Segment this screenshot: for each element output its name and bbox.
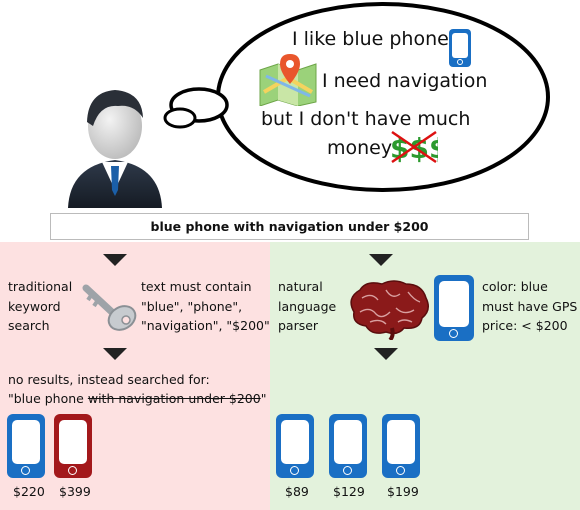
thought-line-1: I like blue phones (292, 28, 459, 50)
phone-icon (382, 414, 420, 478)
query-text: blue phone with navigation under $200 (150, 219, 429, 234)
keyword-requirements: text must contain "blue", "phone", "navi… (141, 279, 270, 333)
crossed-dollar-icon: $$$ (390, 130, 438, 165)
no-results-text: no results, instead searched for: (8, 372, 210, 387)
result-price: $89 (285, 484, 309, 499)
thought-line-3: but I don't have much (261, 108, 471, 130)
nlp-label: natural language parser (278, 279, 337, 333)
keyword-search-label: traditional keyword search (8, 279, 73, 333)
parsed-constraints: color: blue must have GPS price: < $200 (482, 279, 578, 333)
key-icon (82, 284, 137, 331)
phone-icon (449, 29, 471, 67)
phone-icon (434, 275, 474, 341)
phone-icon (54, 414, 92, 478)
arrow-down-icon (103, 348, 127, 360)
thought-line-2: I need navigation (322, 70, 488, 92)
map-pin-icon (259, 54, 317, 106)
result-price: $199 (387, 484, 419, 499)
phone-icon (7, 414, 45, 478)
nlp-panel: natural language parser color: blue must… (270, 242, 580, 510)
brain-icon (350, 280, 429, 340)
arrow-down-icon (103, 254, 127, 266)
thought-line-4: money (327, 137, 393, 159)
user-icon (68, 90, 162, 208)
arrow-down-icon (374, 348, 398, 360)
phone-icon (329, 414, 367, 478)
query-box: blue phone with navigation under $200 (50, 213, 529, 240)
result-price: $399 (59, 484, 91, 499)
keyword-search-panel: traditional keyword search text must con… (0, 242, 270, 510)
searched-for-text: "blue phone with navigation under $200" (8, 391, 267, 406)
result-price: $129 (333, 484, 365, 499)
phone-icon (276, 414, 314, 478)
arrow-down-icon (369, 254, 393, 266)
result-price: $220 (13, 484, 45, 499)
